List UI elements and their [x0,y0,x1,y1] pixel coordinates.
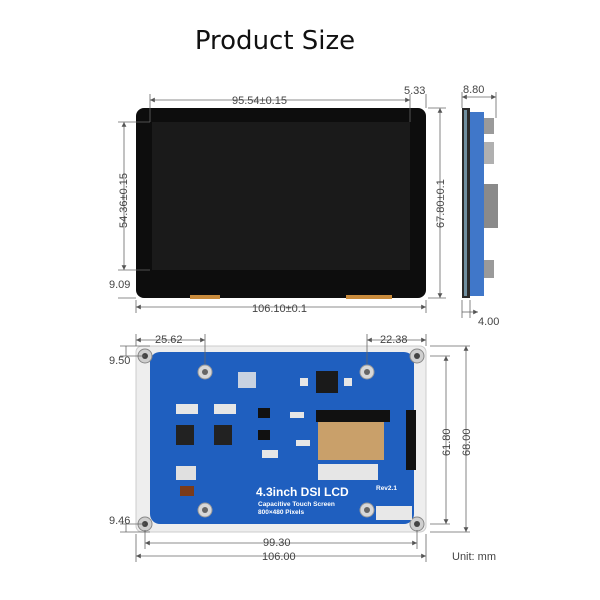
pcb-subtitle: Capacitive Touch Screen [258,501,335,508]
unit-label: Unit: mm [452,551,496,563]
display-active-area [152,122,410,270]
dim-total-width: 106.10±0.1 [252,303,307,315]
dim-right-border: 5.33 [404,85,425,97]
dim-hole-spacing-v: 61.80 [441,428,453,456]
fpc-tab-right [346,295,392,299]
pcb-board [150,352,414,524]
dim-hole-spacing-h: 99.30 [263,537,291,549]
dim-bottom-hole: 9.46 [109,515,130,527]
pcb-product-name: 4.3inch DSI LCD [256,485,349,499]
fpc-tab [190,295,220,299]
side-view [462,108,498,298]
dim-active-width: 95.54±0.15 [232,95,287,107]
pcb-components [176,371,412,520]
dim-bottom-border: 9.09 [109,279,130,291]
front-view [136,108,426,299]
dim-side-panel: 4.00 [478,316,499,328]
dim-right-offset: 22.38 [380,334,408,346]
pcb-resolution: 800×480 Pixels [258,509,304,516]
page-title: Product Size [194,26,356,56]
dim-side-depth: 8.80 [463,84,484,96]
dsi-connector [316,410,416,480]
dim-back-width: 106.00 [262,551,296,563]
dim-left-offset: 25.62 [155,334,183,346]
dim-top-hole: 9.50 [109,355,130,367]
dim-active-height: 54.36±0.15 [118,173,130,228]
dim-back-height: 68.00 [461,428,473,456]
dim-total-height: 67.80±0.1 [435,179,447,228]
mounting-holes [137,348,425,532]
back-view: 4.3inch DSI LCD Capacitive Touch Screen … [135,345,427,533]
pcb-revision: Rev2.1 [376,485,397,492]
